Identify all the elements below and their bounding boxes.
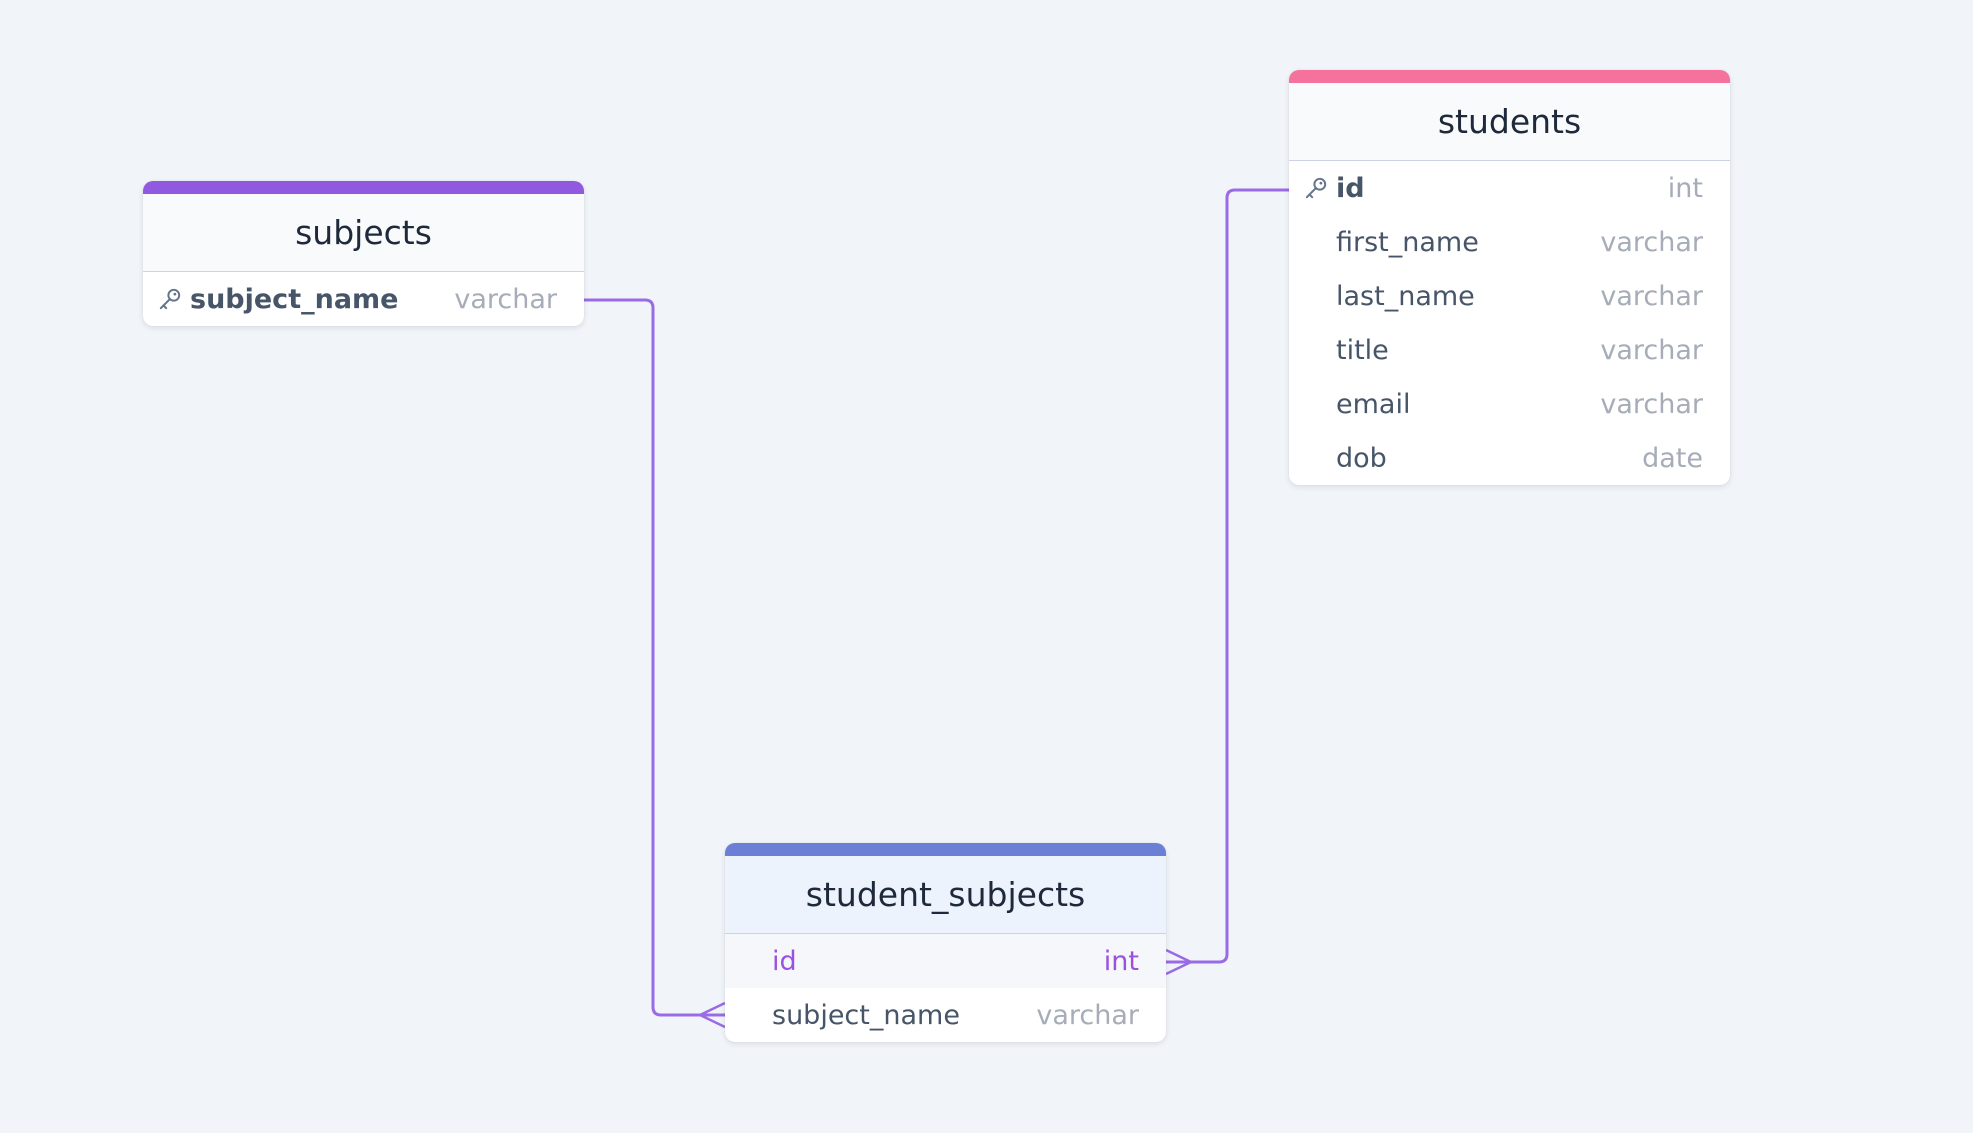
table-title: subjects	[295, 213, 432, 252]
column-type: date	[1642, 442, 1703, 474]
table-row[interactable]: dob date	[1289, 431, 1730, 485]
crows-foot-icon	[699, 1001, 726, 1029]
table-row[interactable]: email varchar	[1289, 377, 1730, 431]
column-name: email	[1336, 388, 1411, 420]
table-row[interactable]: id int	[1289, 161, 1730, 215]
column-type: int	[1667, 172, 1703, 204]
column-name: id	[772, 945, 797, 977]
column-type: varchar	[1036, 999, 1139, 1031]
table-row[interactable]: subject_name varchar	[725, 988, 1166, 1042]
table-student-subjects[interactable]: student_subjects id int subject_name var…	[725, 843, 1166, 1042]
column-name: dob	[1336, 442, 1387, 474]
table-title: student_subjects	[805, 875, 1086, 914]
table-row[interactable]: subject_name varchar	[143, 272, 584, 326]
column-type: varchar	[1600, 388, 1703, 420]
table-row[interactable]: last_name varchar	[1289, 269, 1730, 323]
column-name: subject_name	[772, 999, 960, 1031]
relation-line-students-student-subjects[interactable]	[1166, 188, 1289, 964]
table-accent-bar	[725, 843, 1166, 856]
table-students[interactable]: students id int first_name varchar last_…	[1289, 70, 1730, 485]
table-accent-bar	[1289, 70, 1730, 83]
table-header[interactable]: students	[1289, 83, 1730, 161]
column-type: varchar	[454, 283, 557, 315]
table-header[interactable]: subjects	[143, 194, 584, 272]
key-icon	[159, 288, 181, 310]
key-icon	[1305, 177, 1327, 199]
column-type: int	[1103, 945, 1139, 977]
column-type: varchar	[1600, 226, 1703, 258]
column-name: subject_name	[190, 283, 399, 315]
column-type: varchar	[1600, 334, 1703, 366]
table-header[interactable]: student_subjects	[725, 856, 1166, 934]
column-type: varchar	[1600, 280, 1703, 312]
column-name: id	[1336, 172, 1365, 204]
table-accent-bar	[143, 181, 584, 194]
relation-line-subjects-student-subjects[interactable]	[584, 298, 725, 1017]
table-subjects[interactable]: subjects subject_name varchar	[143, 181, 584, 326]
column-name: title	[1336, 334, 1389, 366]
table-title: students	[1437, 102, 1582, 141]
table-row[interactable]: title varchar	[1289, 323, 1730, 377]
column-name: last_name	[1336, 280, 1475, 312]
table-row[interactable]: first_name varchar	[1289, 215, 1730, 269]
column-name: first_name	[1336, 226, 1479, 258]
crows-foot-icon	[1165, 948, 1192, 976]
table-row[interactable]: id int	[725, 934, 1166, 988]
